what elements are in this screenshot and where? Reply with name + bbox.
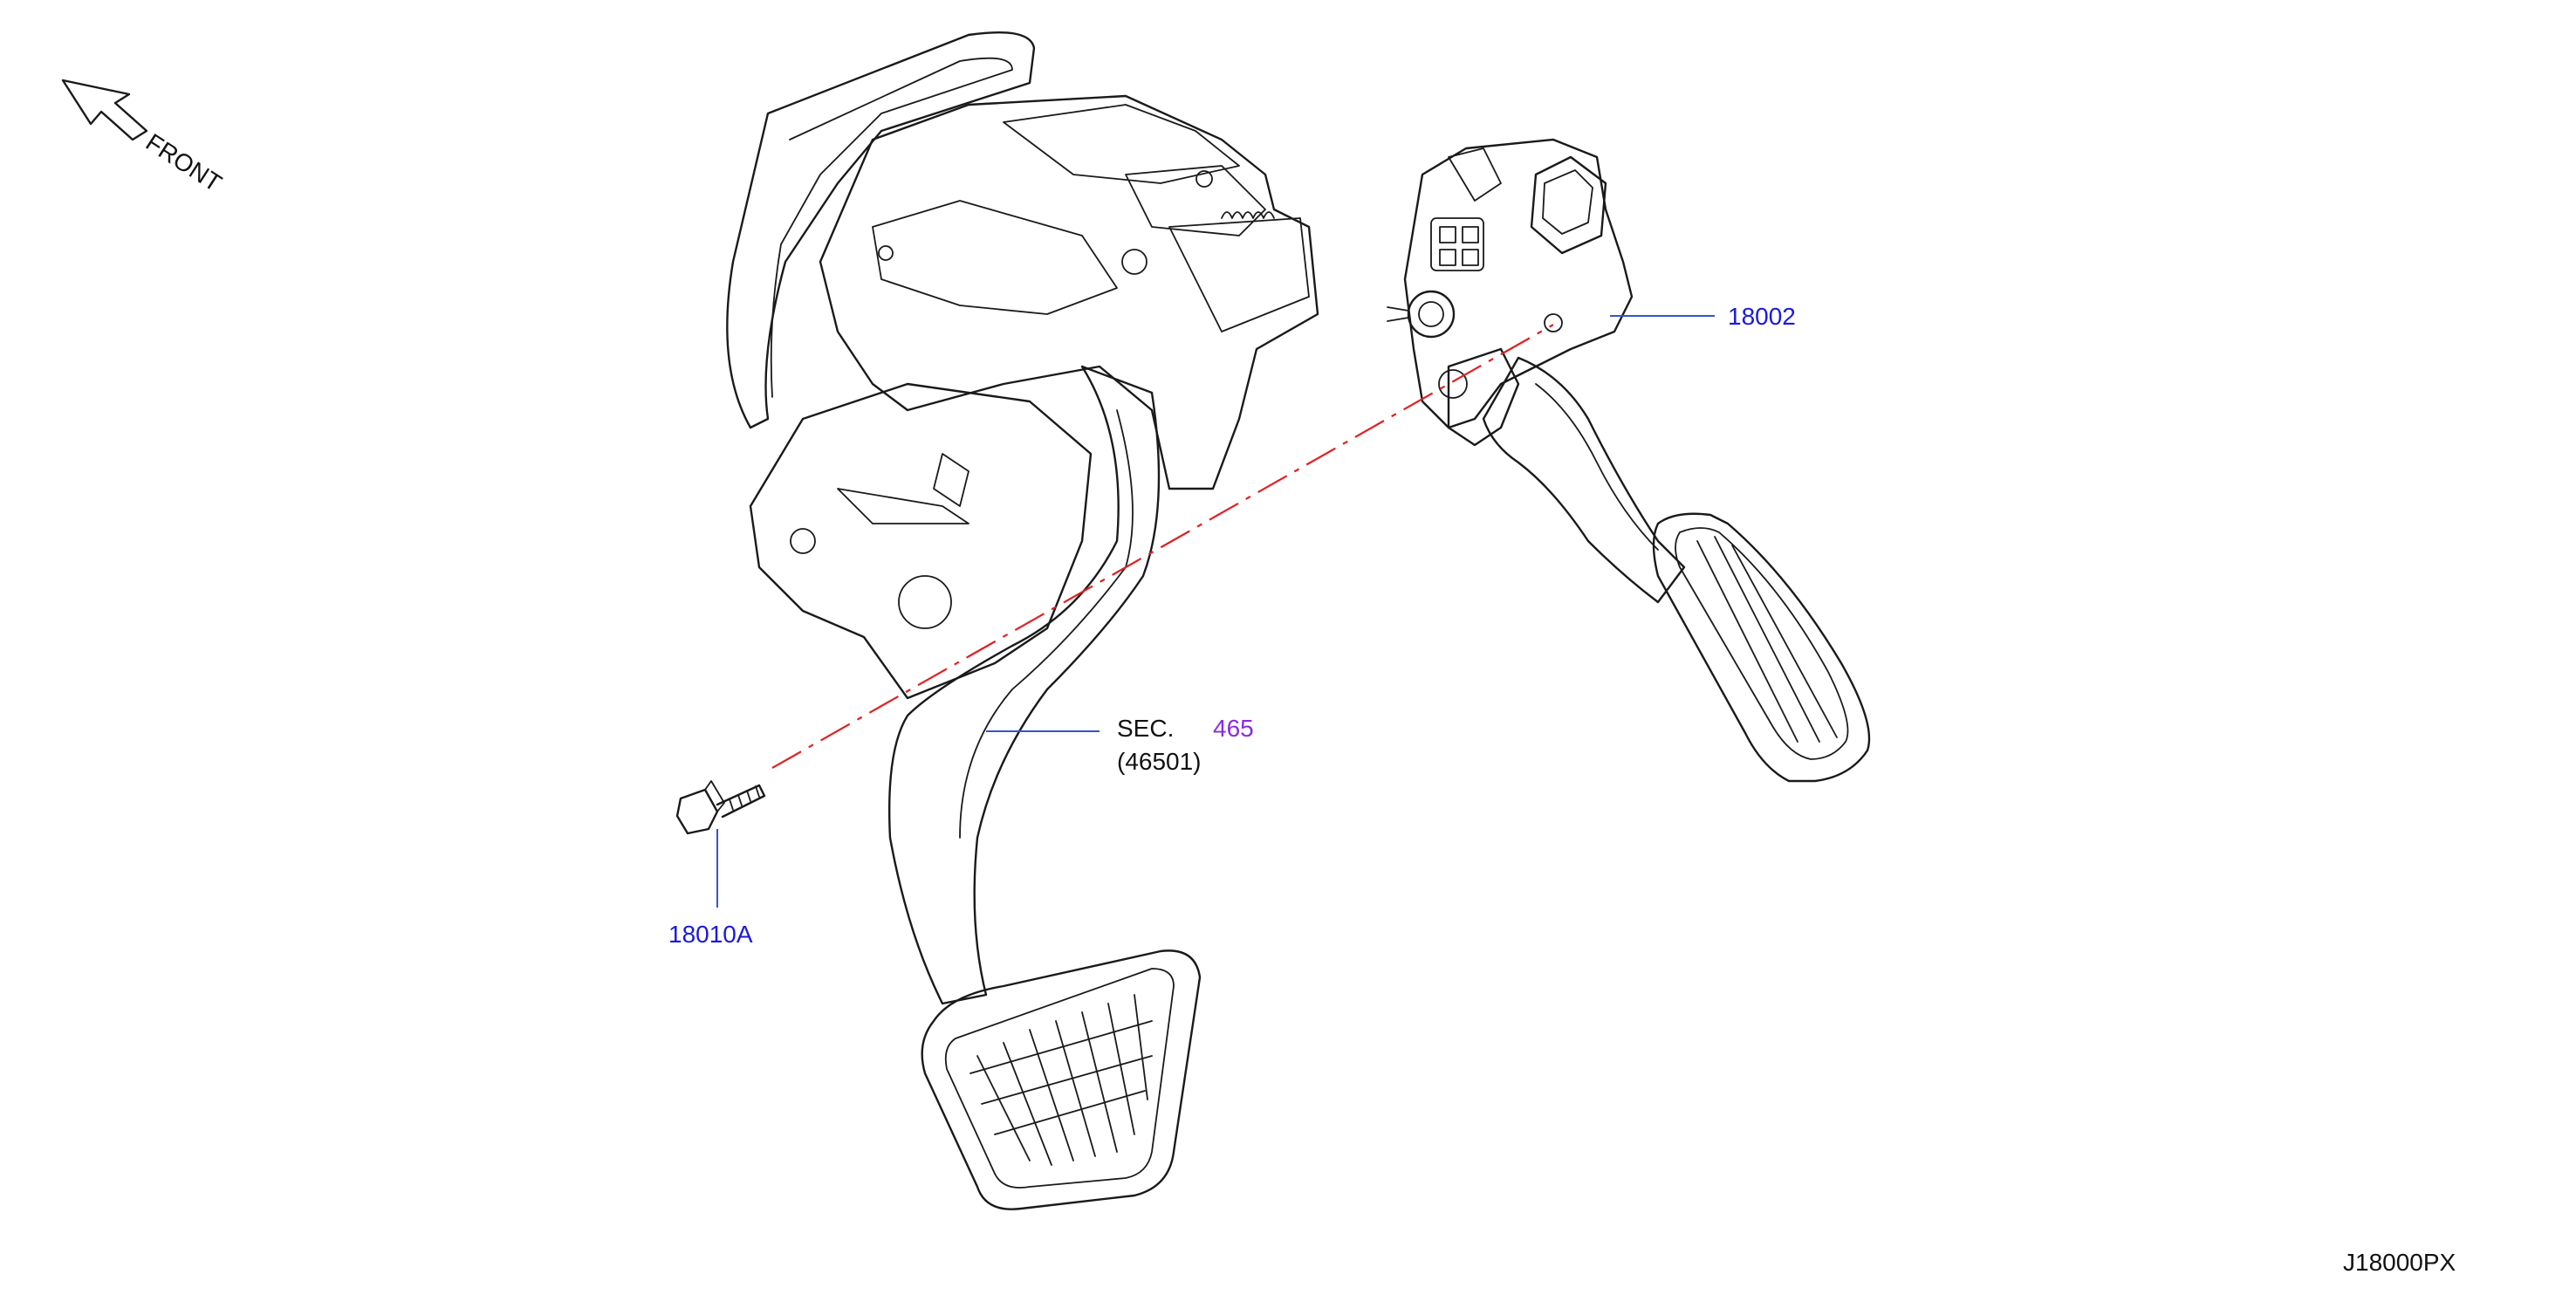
- section-subref: (46501): [1117, 748, 1202, 775]
- front-arrow-icon: [61, 79, 148, 141]
- bolt-icon: [675, 780, 766, 835]
- section-number: 465: [1213, 715, 1254, 742]
- section-prefix: SEC.: [1117, 715, 1174, 742]
- accelerator-pedal-icon: [1387, 138, 1871, 783]
- front-label: FRONT: [141, 128, 227, 197]
- brake-pedal-assembly-icon: [726, 31, 1319, 1210]
- callout-18010A: 18010A: [668, 921, 753, 948]
- assembly-centerline: [771, 324, 1554, 769]
- diagram-code: J18000PX: [2343, 1249, 2456, 1276]
- callout-18002: 18002: [1728, 303, 1796, 330]
